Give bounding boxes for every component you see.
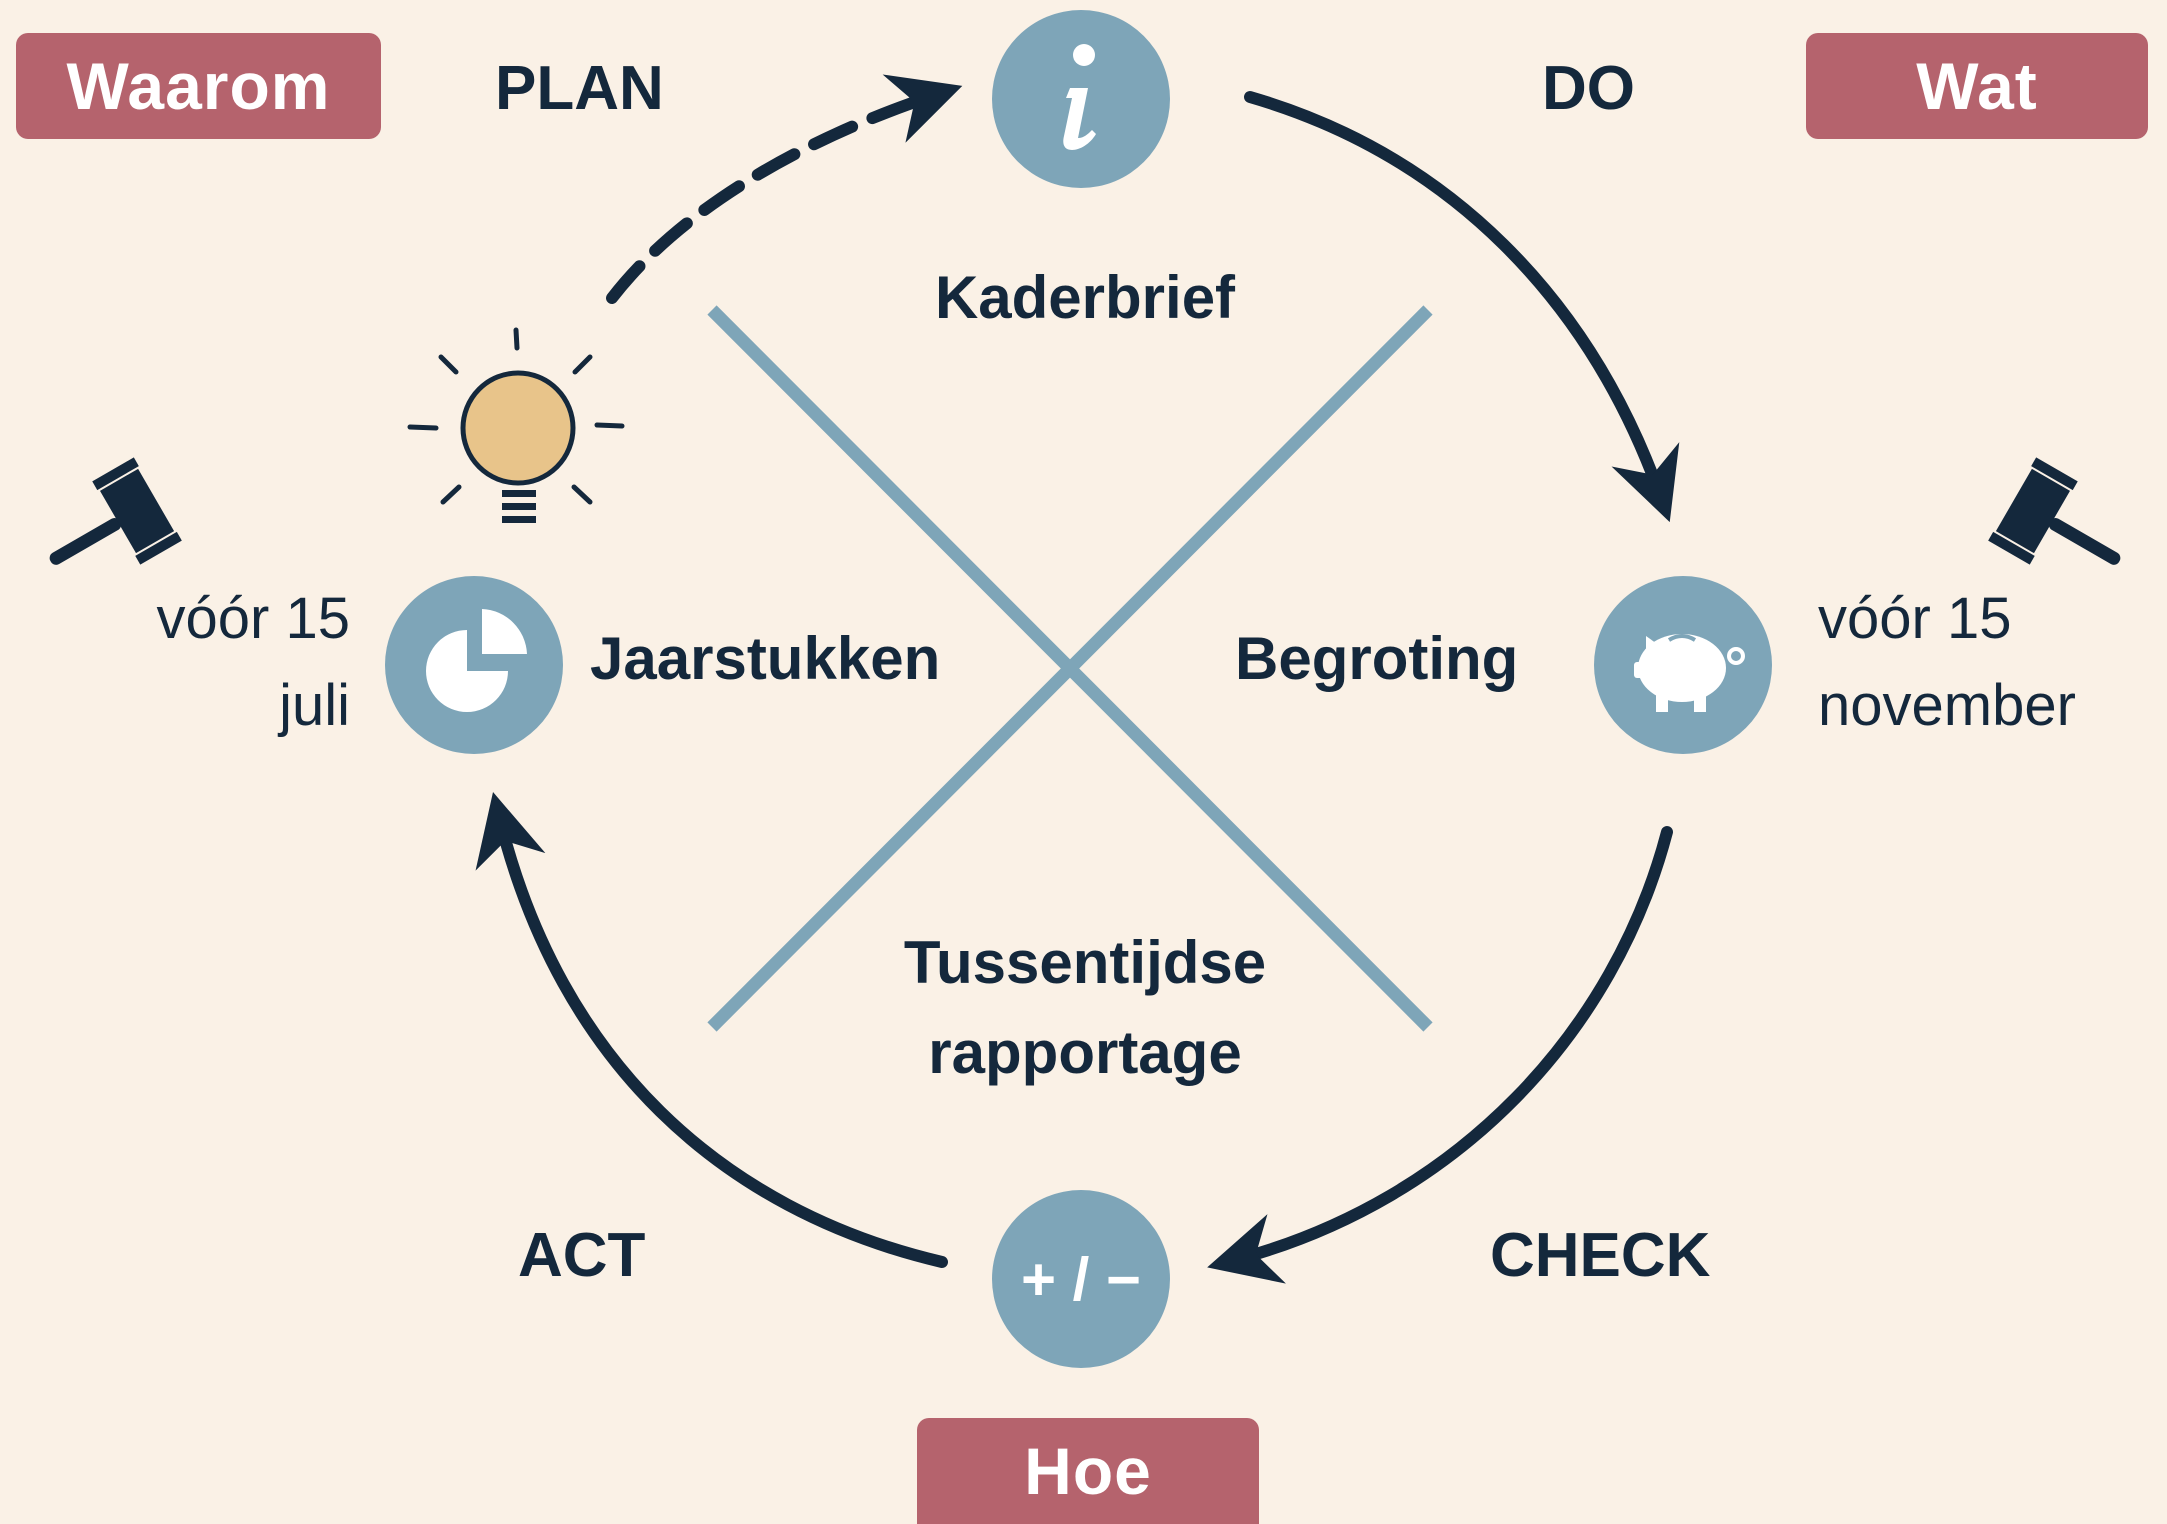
deadline-left-line1: vóór 15 bbox=[156, 586, 350, 651]
piggy-bank-icon bbox=[1634, 634, 1745, 712]
plan-arrow bbox=[606, 74, 963, 304]
badge-waarom: Waarom bbox=[16, 33, 381, 139]
badge-wat-label: Wat bbox=[1916, 49, 2038, 123]
plus-minus-icon: + / − bbox=[992, 1190, 1170, 1368]
deadline-right-line2: november bbox=[1818, 673, 2076, 738]
badge-waarom-label: Waarom bbox=[66, 49, 331, 123]
deadline-left-line2: juli bbox=[279, 673, 350, 738]
pie-chart-icon bbox=[426, 609, 527, 712]
badge-hoe-label: Hoe bbox=[1024, 1434, 1152, 1508]
label-jaarstukken: Jaarstukken bbox=[590, 625, 941, 692]
node-kaderbrief bbox=[992, 10, 1170, 188]
node-begroting bbox=[1594, 576, 1772, 754]
phase-act: ACT bbox=[518, 1221, 646, 1290]
label-tussentijdse-line2: rapportage bbox=[928, 1019, 1242, 1086]
phase-do: DO bbox=[1542, 54, 1635, 123]
cross-line-right-diagonal bbox=[707, 305, 1433, 1032]
label-kaderbrief: Kaderbrief bbox=[934, 264, 1236, 331]
act-arrow bbox=[475, 792, 948, 1268]
deadline-right-line1: vóór 15 bbox=[1818, 586, 2012, 651]
do-arrow bbox=[1244, 91, 1680, 523]
deadline-left: vóór 15 juli bbox=[90, 575, 350, 749]
label-tussentijdse-line1: Tussentijdse bbox=[903, 929, 1267, 996]
check-arrow bbox=[1207, 826, 1673, 1284]
node-jaarstukken bbox=[385, 576, 563, 754]
node-tussentijdse-rapportage: + / − bbox=[992, 1190, 1170, 1368]
badge-hoe: Hoe bbox=[917, 1418, 1259, 1524]
label-tussentijdse-rapportage: Tussentijdse rapportage bbox=[860, 918, 1310, 1098]
plus-minus-symbol: + / − bbox=[1020, 1245, 1142, 1313]
gavel-icon bbox=[49, 457, 182, 565]
deadline-right: vóór 15 november bbox=[1818, 575, 2118, 749]
info-icon bbox=[1063, 44, 1096, 150]
label-begroting: Begroting bbox=[1235, 625, 1519, 692]
lightbulb-icon bbox=[407, 327, 625, 523]
phase-check: CHECK bbox=[1490, 1221, 1711, 1290]
phase-plan: PLAN bbox=[495, 54, 664, 123]
badge-wat: Wat bbox=[1806, 33, 2148, 139]
gavel-icon bbox=[1988, 457, 2121, 565]
